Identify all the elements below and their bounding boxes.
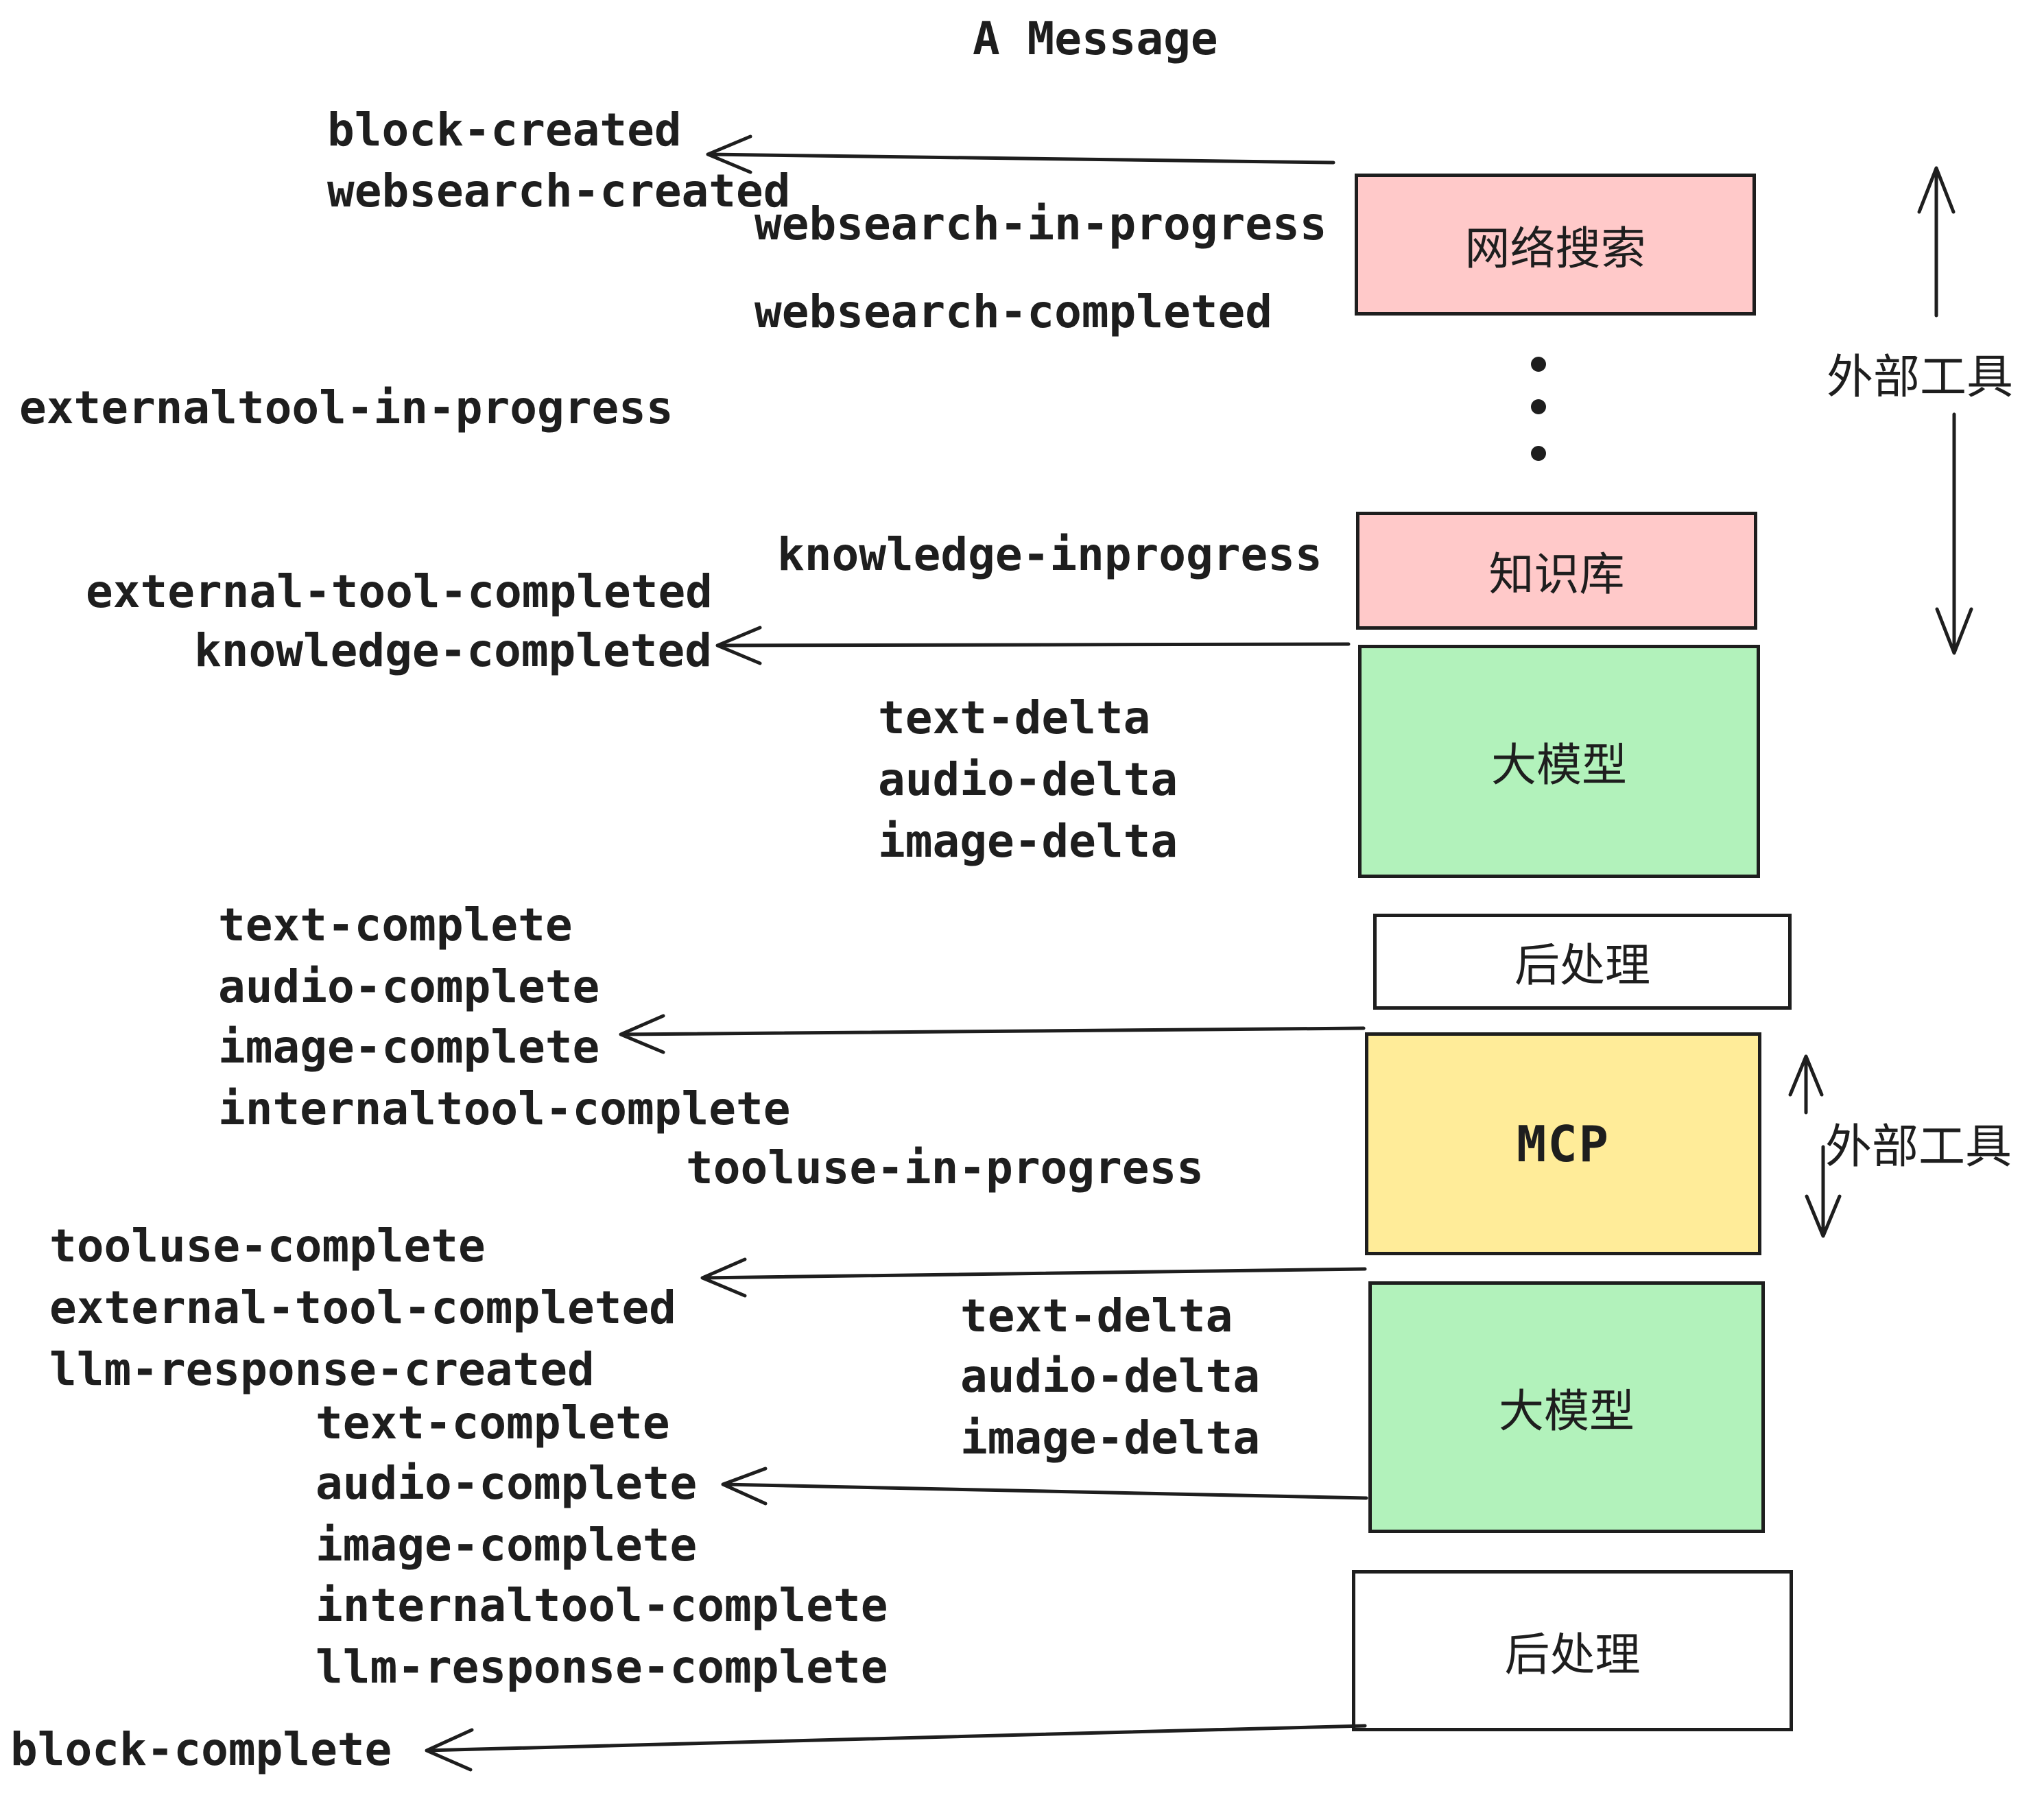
event-label-tooluse-complete: tooluse-complete: [49, 1220, 486, 1272]
event-label-knowledge-inprogress: knowledge-inprogress: [777, 528, 1322, 581]
node-mcp: MCP: [1365, 1032, 1761, 1255]
event-label-audio-delta-2: audio-delta: [960, 1350, 1261, 1403]
event-label-websearch-completed: websearch-completed: [754, 285, 1272, 338]
node-postprocess-1: 后处理: [1373, 914, 1792, 1010]
event-label-llm-response-complete: llm-response-complete: [316, 1641, 888, 1694]
node-knowledge: 知识库: [1356, 512, 1757, 630]
arrow-websearch-to-created-icon: [706, 134, 1335, 174]
node-llm-2: 大模型: [1368, 1281, 1765, 1533]
event-label-image-complete: image-complete: [218, 1021, 600, 1073]
arrow-external-tools-up-2-icon: [1788, 1054, 1824, 1115]
arrow-external-tools-up-1-icon: [1917, 166, 1956, 318]
event-label-websearch-created: websearch-created: [327, 165, 791, 217]
event-label-knowledge-completed: knowledge-completed: [194, 624, 712, 677]
ellipsis-dot-1: [1531, 357, 1546, 372]
event-label-external-tool-completed: external-tool-completed: [86, 565, 713, 618]
event-label-text-delta: text-delta: [878, 691, 1151, 744]
ellipsis-dot-3: [1531, 446, 1546, 461]
event-label-text-complete-2: text-complete: [316, 1397, 670, 1449]
node-llm-1: 大模型: [1358, 645, 1760, 878]
event-label-audio-complete: audio-complete: [218, 960, 600, 1013]
event-label-block-created: block-created: [327, 104, 682, 156]
event-label-external-tool-completed-2: external-tool-completed: [49, 1281, 676, 1334]
node-postprocess-2-label: 后处理: [1504, 1628, 1641, 1681]
event-label-block-complete: block-complete: [10, 1723, 392, 1776]
node-llm-2-label: 大模型: [1499, 1384, 1635, 1438]
arrow-llm2-to-audio-icon: [721, 1467, 1368, 1506]
diagram-title: A Message: [973, 12, 1218, 65]
event-label-internaltool-complete: internaltool-complete: [218, 1082, 791, 1135]
node-llm-1-label: 大模型: [1491, 739, 1627, 792]
arrow-post2-to-block-icon: [425, 1724, 1367, 1772]
event-label-audio-delta: audio-delta: [878, 753, 1178, 806]
node-knowledge-label: 知识库: [1488, 548, 1625, 601]
node-websearch: 网络搜索: [1355, 174, 1756, 316]
event-label-tooluse-in-progress: tooluse-in-progress: [686, 1141, 1204, 1194]
node-postprocess-1-label: 后处理: [1514, 939, 1650, 992]
arrow-knowledge-to-completed-icon: [715, 626, 1351, 665]
node-postprocess-2: 后处理: [1352, 1570, 1793, 1731]
event-label-text-delta-2: text-delta: [960, 1290, 1233, 1342]
arrow-post1-to-complete-icon: [619, 1014, 1366, 1054]
arrow-external-tools-down-1-icon: [1935, 412, 1973, 655]
event-label-text-complete: text-complete: [218, 899, 573, 951]
ellipsis-dot-2: [1531, 399, 1546, 414]
event-label-audio-complete-2: audio-complete: [316, 1457, 698, 1510]
event-label-image-delta: image-delta: [878, 815, 1178, 868]
event-label-image-complete-2: image-complete: [316, 1519, 698, 1571]
event-label-llm-response-created: llm-response-created: [49, 1343, 595, 1396]
event-label-websearch-in-progress: websearch-in-progress: [754, 198, 1327, 250]
event-label-externaltool-in-progress: externaltool-in-progress: [19, 381, 674, 434]
node-websearch-label: 网络搜索: [1464, 222, 1646, 275]
node-mcp-label: MCP: [1516, 1115, 1611, 1173]
event-label-image-delta-2: image-delta: [960, 1412, 1261, 1464]
side-label-external-tools-2: 外部工具: [1825, 1120, 2012, 1174]
event-label-internaltool-complete-2: internaltool-complete: [316, 1579, 888, 1632]
side-label-external-tools-1: 外部工具: [1827, 351, 2014, 405]
